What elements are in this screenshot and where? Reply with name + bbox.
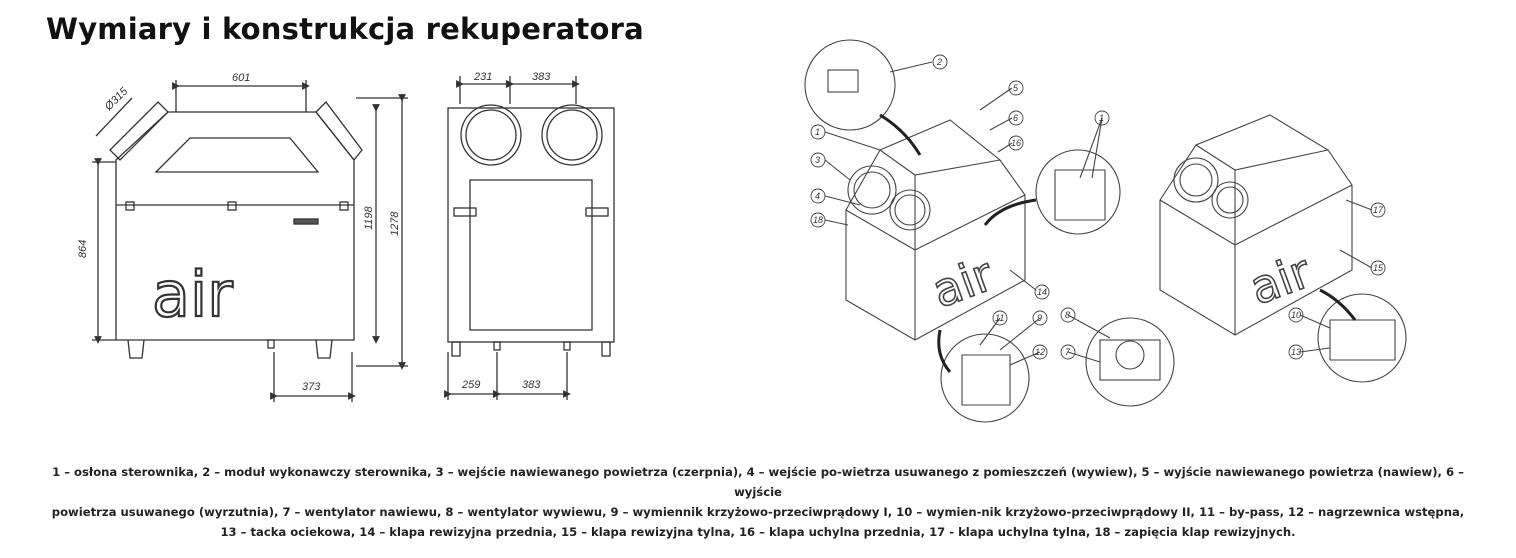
front-view — [92, 80, 408, 402]
page-title: Wymiary i konstrukcja rekuperatora — [46, 12, 644, 46]
iso-right — [1159, 114, 1407, 383]
technical-drawings: 601 Ø315 864 1198 1278 373 air 231 383 2… — [77, 39, 1407, 423]
iso-left — [804, 39, 1175, 423]
callout-8: 8 — [1065, 310, 1070, 320]
legend-line-1: 1 – osłona sterownika, 2 – moduł wykonaw… — [52, 465, 1464, 499]
legend-line-2: powietrza usuwanego (wyrzutnia), 7 – wen… — [51, 505, 1465, 519]
dim-1278: 1278 — [389, 211, 401, 236]
side-duct-right — [541, 104, 603, 166]
iso-left-callouts — [810, 54, 1110, 360]
detail-bubble-bottom — [940, 333, 1030, 423]
dim-601: 601 — [232, 72, 250, 84]
front-duct-left — [109, 101, 169, 161]
callout-4: 4 — [815, 191, 820, 201]
callout-18: 18 — [813, 215, 823, 225]
callout-6: 6 — [1013, 113, 1018, 123]
callout-10: 10 — [1291, 310, 1301, 320]
dim-383-bottom: 383 — [522, 379, 541, 391]
dim-383-top: 383 — [532, 71, 551, 83]
side-duct-left — [460, 104, 522, 166]
callout-11: 11 — [995, 313, 1004, 323]
dim-373: 373 — [302, 381, 321, 393]
iso-left-logo: air — [925, 247, 1000, 318]
dim-231: 231 — [473, 71, 492, 83]
iso-left-body — [845, 119, 1026, 341]
front-logo: air — [152, 258, 233, 331]
callout-1: 1 — [815, 127, 820, 137]
front-top-window — [154, 137, 320, 173]
detail-bubble-right-iso — [1317, 293, 1407, 383]
callout-9: 9 — [1037, 313, 1042, 323]
detail-bubble-right — [1035, 149, 1121, 235]
side-body-outline — [447, 107, 615, 343]
dim-1198: 1198 — [363, 205, 375, 230]
detail-bubble-fan — [1085, 317, 1175, 407]
iso-right-callouts — [1288, 202, 1386, 360]
detail-bubble-top — [804, 39, 896, 131]
dim-259: 259 — [461, 379, 480, 391]
callout-3: 3 — [815, 155, 820, 165]
side-view — [444, 76, 615, 400]
parts-legend: 1 – osłona sterownika, 2 – moduł wykonaw… — [40, 462, 1476, 542]
callout-15: 15 — [1373, 263, 1384, 273]
callout-17: 17 — [1373, 205, 1384, 215]
dim-864: 864 — [77, 240, 89, 258]
callout-5: 5 — [1013, 83, 1019, 93]
callout-14: 14 — [1037, 287, 1047, 297]
callout-7: 7 — [1065, 347, 1071, 357]
iso-right-logo: air — [1243, 244, 1318, 315]
front-duct-right — [315, 101, 363, 162]
dim-diameter-315: Ø315 — [102, 85, 131, 114]
callout-13: 13 — [1291, 347, 1301, 357]
side-inner-panel — [469, 179, 593, 331]
callout-detail-1: 1 — [1099, 113, 1104, 123]
legend-line-3: 13 – tacka ociekowa, 14 – klapa rewizyjn… — [220, 525, 1296, 539]
callout-2: 2 — [936, 57, 942, 67]
callout-12: 12 — [1035, 347, 1045, 357]
callout-16: 16 — [1011, 138, 1021, 148]
